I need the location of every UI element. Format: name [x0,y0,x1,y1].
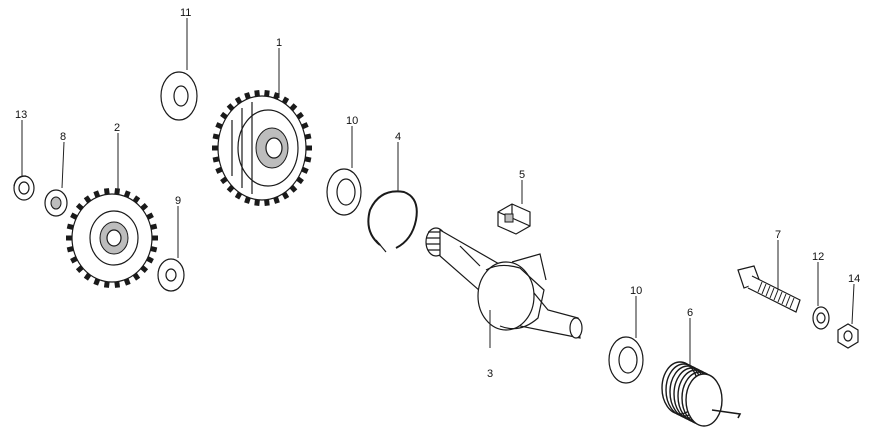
bolt-thread [785,295,791,307]
bolt-thread [773,289,779,301]
part-6-spring[interactable] [661,361,742,427]
part-2-gear[interactable] [66,188,158,288]
callout-4: 4 [395,131,401,143]
part-11-washer[interactable] [160,71,198,121]
bolt-thread [781,293,787,305]
part-3-spindle[interactable] [425,227,583,339]
callout-12: 12 [812,251,824,263]
part-13-nut[interactable] [13,175,35,201]
callout-9: 9 [175,195,181,207]
part-1-drum-gear[interactable] [212,90,312,206]
callout-14: 14 [848,273,860,285]
callout-2: 2 [114,122,120,134]
part-10-washer-upper[interactable] [326,168,362,216]
part-9-washer[interactable] [157,258,185,292]
callout-3: 3 [487,368,493,380]
callout-5: 5 [519,169,525,181]
callout-10-lower: 10 [630,285,642,297]
callout-13: 13 [15,109,27,121]
bolt-thread [761,283,767,295]
part-8-washer[interactable] [44,189,68,217]
callout-11: 11 [180,7,191,19]
bolt-thread [765,285,771,297]
callout-10-upper: 10 [346,115,358,127]
callout-6: 6 [687,307,693,319]
leader-lines [21,18,855,368]
part-14-nut[interactable] [837,323,859,349]
bolt-thread [757,281,763,293]
callout-1: 1 [276,37,282,49]
callout-8: 8 [60,131,66,143]
bolt-thread [769,287,775,299]
part-5-stopper[interactable] [497,203,531,235]
bolt-thread [789,297,795,309]
bolt-thread [777,291,783,303]
callout-7: 7 [775,229,781,241]
part-4-snap-ring[interactable] [367,190,418,253]
part-12-washer[interactable] [812,306,830,330]
spring-coil [685,373,723,427]
part-10-washer-lower[interactable] [608,336,644,384]
callout-labels: 11 1 2 3 4 5 6 7 8 9 10 10 13 12 14 [15,7,860,380]
part-7-bolt[interactable] [737,265,801,313]
